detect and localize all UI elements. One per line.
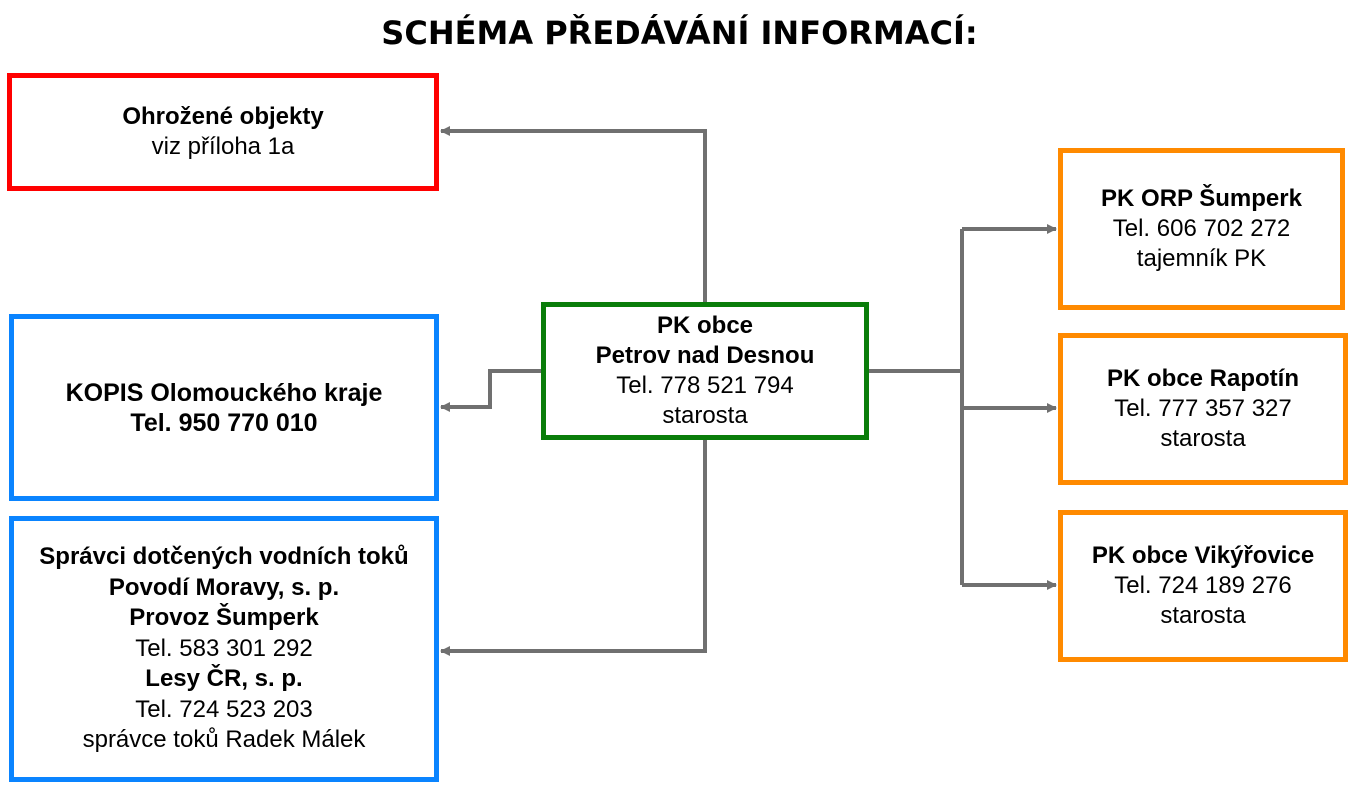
water-line1: Správci dotčených vodních toků <box>39 543 409 571</box>
arrow-to-threatened <box>440 126 707 303</box>
diagram-title: SCHÉMA PŘEDÁVÁNÍ INFORMACÍ: <box>381 14 978 52</box>
vikyrovice-title: PK obce Vikýřovice <box>1091 542 1315 569</box>
vikyrovice-role: starosta <box>1160 602 1246 629</box>
arrow-to-kopis <box>440 369 542 412</box>
water-line2: Povodí Moravy, s. p. <box>108 573 340 601</box>
water-tel1: Tel. 583 301 292 <box>135 634 313 662</box>
threatened-note: viz příloha 1a <box>151 133 295 160</box>
orp-tel: Tel. 606 702 272 <box>1112 215 1291 242</box>
orp-title: PK ORP Šumperk <box>1101 185 1302 212</box>
rapotin-box: PK obce Rapotín Tel. 777 357 327 starost… <box>1058 333 1348 485</box>
kopis-tel: Tel. 950 770 010 <box>130 408 318 437</box>
water-role: správce toků Radek Málek <box>82 726 366 754</box>
rapotin-tel: Tel. 777 357 327 <box>1114 395 1292 422</box>
threatened-objects-box: Ohrožené objekty viz příloha 1a <box>7 73 439 191</box>
kopis-title: KOPIS Olomouckého kraje <box>65 378 383 407</box>
vikyrovice-box: PK obce Vikýřovice Tel. 724 189 276 star… <box>1058 510 1348 662</box>
orp-box: PK ORP Šumperk Tel. 606 702 272 tajemník… <box>1058 148 1345 310</box>
orp-role: tajemník PK <box>1136 245 1267 272</box>
kopis-box: KOPIS Olomouckého kraje Tel. 950 770 010 <box>9 314 439 501</box>
center-line1: PK obce <box>656 312 754 339</box>
water-managers-box: Správci dotčených vodních toků Povodí Mo… <box>9 516 439 782</box>
rapotin-role: starosta <box>1160 425 1246 452</box>
water-line4: Lesy ČR, s. p. <box>145 665 303 693</box>
center-box: PK obce Petrov nad Desnou Tel. 778 521 7… <box>541 302 869 440</box>
water-line3: Provoz Šumperk <box>129 604 319 632</box>
arrow-to-water <box>440 440 707 656</box>
center-role: starosta <box>662 402 748 429</box>
center-tel: Tel. 778 521 794 <box>616 372 794 399</box>
water-tel2: Tel. 724 523 203 <box>135 695 313 723</box>
threatened-title: Ohrožené objekty <box>122 103 324 130</box>
center-line2: Petrov nad Desnou <box>595 342 815 369</box>
vikyrovice-tel: Tel. 724 189 276 <box>1114 572 1292 599</box>
rapotin-title: PK obce Rapotín <box>1106 365 1299 392</box>
